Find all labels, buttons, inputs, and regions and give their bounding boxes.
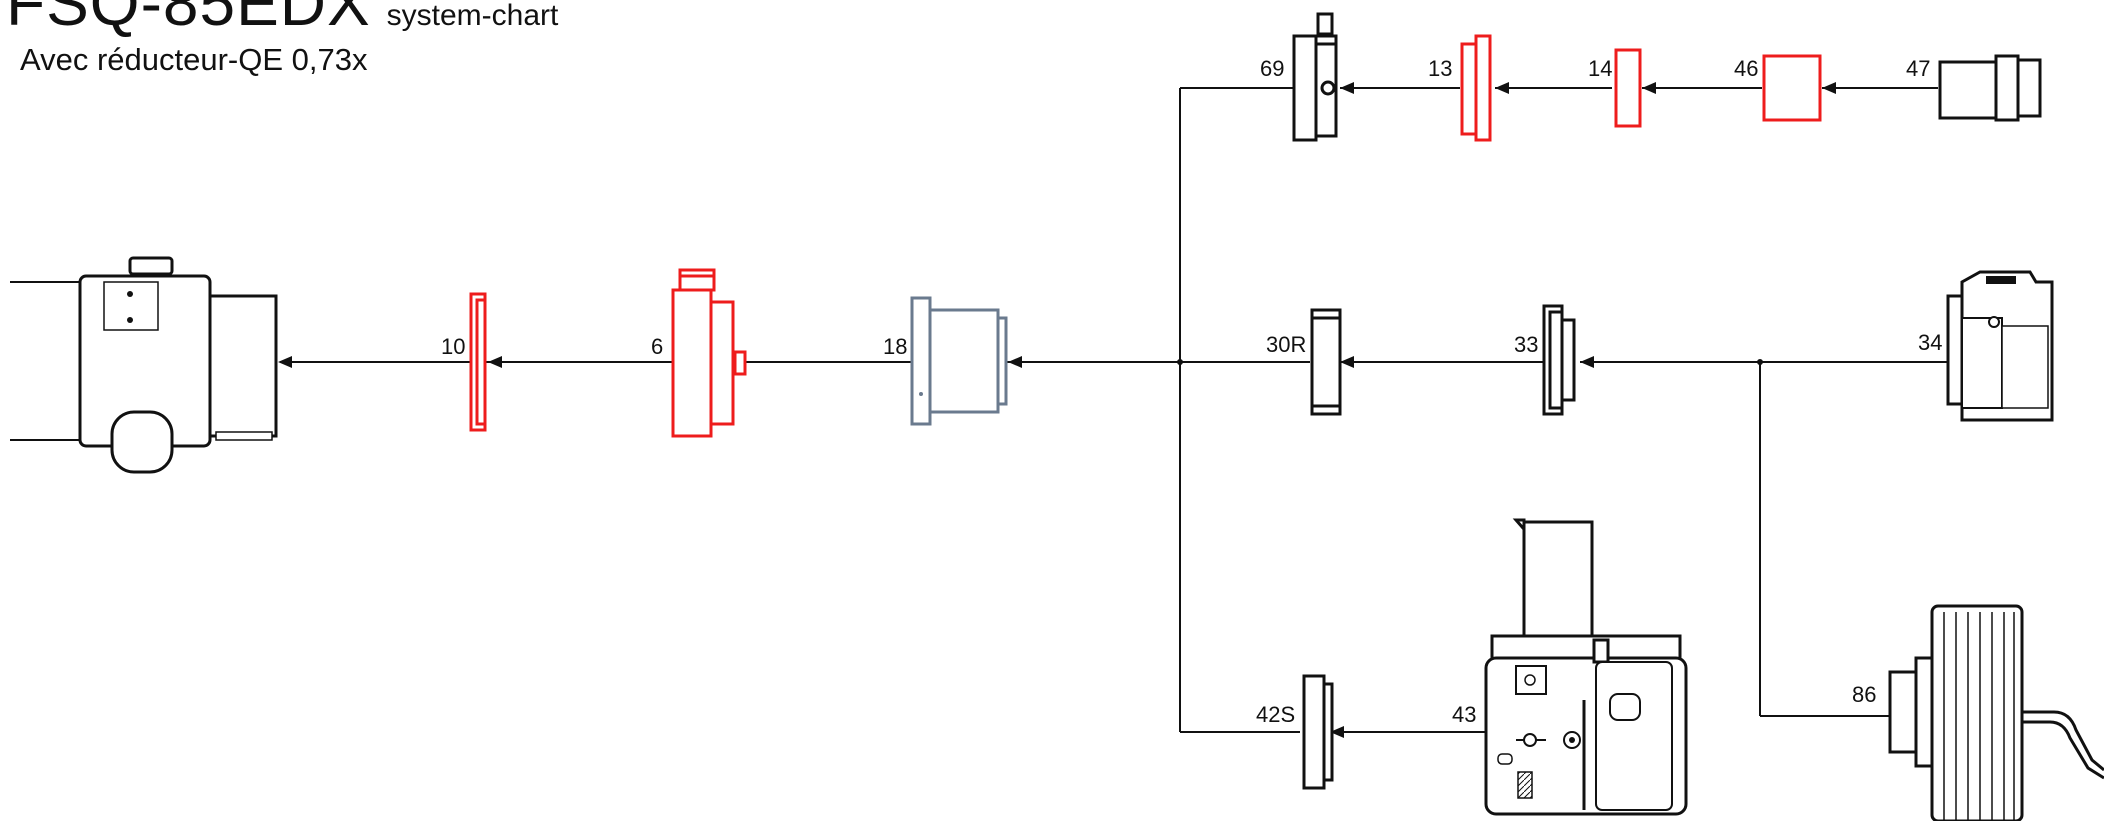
arrowheads	[278, 82, 1836, 738]
chart-subtitle: Avec réducteur-QE 0,73x	[20, 42, 368, 77]
telescope-focuser-icon	[10, 256, 278, 474]
part-86-ccd-camera-icon: 86	[1852, 604, 2104, 821]
part-43-camera-icon: 43	[1452, 518, 1688, 816]
arrow-icon	[1330, 726, 1344, 738]
part-label: 18	[883, 334, 907, 359]
part-label: 46	[1734, 56, 1758, 81]
arrow-icon	[1340, 356, 1354, 368]
part-label: 34	[1918, 330, 1942, 355]
part-47: 47	[1906, 54, 2042, 122]
part-label: 14	[1588, 56, 1612, 81]
part-42s: 42S	[1256, 674, 1334, 790]
arrow-icon	[1495, 82, 1509, 94]
part-34-camera-icon: 34	[1918, 270, 2054, 422]
arrow-icon	[488, 356, 502, 368]
part-label: 30R	[1266, 332, 1306, 357]
part-30r: 30R	[1266, 308, 1342, 416]
part-label: 33	[1514, 332, 1538, 357]
part-6: 6	[651, 268, 747, 438]
arrow-icon	[278, 356, 292, 368]
part-label: 47	[1906, 56, 1930, 81]
part-18: 18	[883, 296, 1008, 426]
junction-dot	[1757, 359, 1763, 365]
part-13: 13	[1428, 34, 1492, 142]
arrow-icon	[1340, 82, 1354, 94]
part-14: 14	[1588, 48, 1642, 128]
chart-title-main: FSQ-85EDX	[6, 0, 371, 39]
part-69: 69	[1260, 12, 1338, 142]
part-label: 13	[1428, 56, 1452, 81]
chart-title-suffix: system-chart	[386, 0, 559, 32]
part-label: 86	[1852, 682, 1876, 707]
junction-dot	[1177, 359, 1183, 365]
part-33: 33	[1514, 304, 1576, 416]
part-label: 42S	[1256, 702, 1295, 727]
part-label: 10	[441, 334, 465, 359]
part-label: 6	[651, 334, 663, 359]
connection-lines	[280, 87, 1950, 733]
arrow-icon	[1642, 82, 1656, 94]
part-label: 43	[1452, 702, 1476, 727]
arrow-icon	[1580, 356, 1594, 368]
part-46: 46	[1734, 54, 1822, 122]
part-10: 10	[441, 292, 487, 432]
part-label: 69	[1260, 56, 1284, 81]
chart-title: FSQ-85EDX system-chart	[6, 0, 558, 40]
arrow-icon	[1822, 82, 1836, 94]
arrow-icon	[1008, 356, 1022, 368]
